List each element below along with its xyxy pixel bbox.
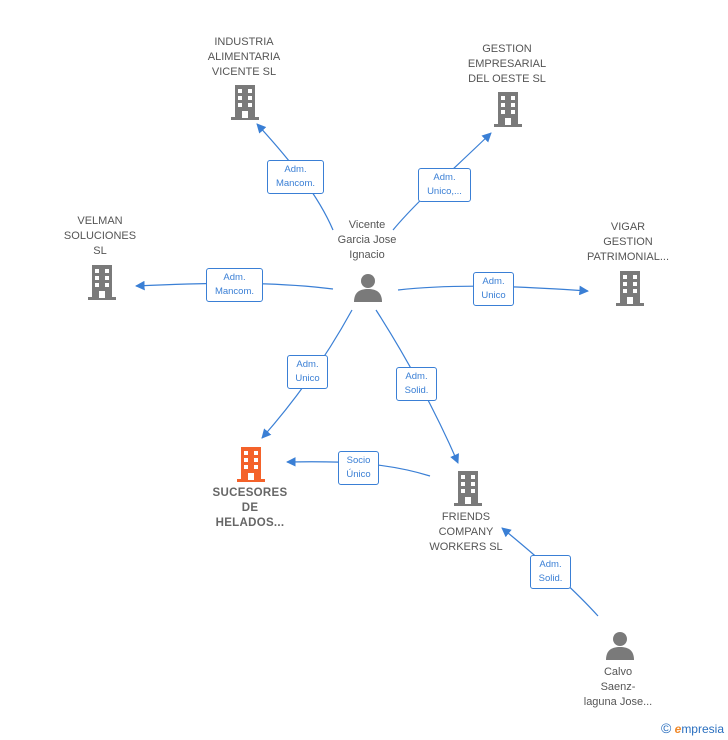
edge-tag-vicente-sucesores[interactable]: Adm. Unico xyxy=(287,355,328,389)
building-icon[interactable] xyxy=(614,270,646,306)
brand-initial: e xyxy=(674,722,682,736)
brand-footer[interactable]: © empresia xyxy=(661,720,724,736)
building-icon[interactable] xyxy=(452,470,484,506)
edge-tag-vicente-velman[interactable]: Adm. Mancom. xyxy=(206,268,263,302)
building-icon[interactable] xyxy=(492,91,524,127)
edge-tag-vicente-vigar[interactable]: Adm. Unico xyxy=(473,272,514,306)
node-gestion-label[interactable]: GESTION EMPRESARIAL DEL OESTE SL xyxy=(467,43,547,85)
person-icon[interactable] xyxy=(605,630,635,660)
edge-tag-calvo-friends[interactable]: Adm. Solid. xyxy=(530,555,571,589)
node-vigar-label[interactable]: VIGAR GESTION PATRIMONIAL... xyxy=(586,221,670,263)
brand-name: mpresia xyxy=(681,722,724,736)
copyright-icon: © xyxy=(660,720,672,736)
node-vicente-label[interactable]: Vicente Garcia Jose Ignacio xyxy=(337,219,397,261)
building-icon[interactable] xyxy=(86,264,118,300)
edge-tag-vicente-friends[interactable]: Adm. Solid. xyxy=(396,367,437,401)
edge-tag-friends-sucesores[interactable]: Socio Único xyxy=(338,451,379,485)
building-icon[interactable] xyxy=(229,84,261,120)
building-icon[interactable] xyxy=(235,446,267,482)
node-industria-label[interactable]: INDUSTRIA ALIMENTARIA VICENTE SL xyxy=(207,36,281,78)
edge-tag-vicente-gestion[interactable]: Adm. Unico,... xyxy=(418,168,471,202)
node-sucesores-label[interactable]: SUCESORES DE HELADOS... xyxy=(212,487,288,529)
node-calvo-label[interactable]: Calvo Saenz- laguna Jose... xyxy=(583,666,653,708)
edge-tag-vicente-industria[interactable]: Adm. Mancom. xyxy=(267,160,324,194)
person-icon[interactable] xyxy=(353,272,383,302)
node-velman-label[interactable]: VELMAN SOLUCIONES SL xyxy=(63,215,137,257)
node-friends-label[interactable]: FRIENDS COMPANY WORKERS SL xyxy=(429,511,503,553)
